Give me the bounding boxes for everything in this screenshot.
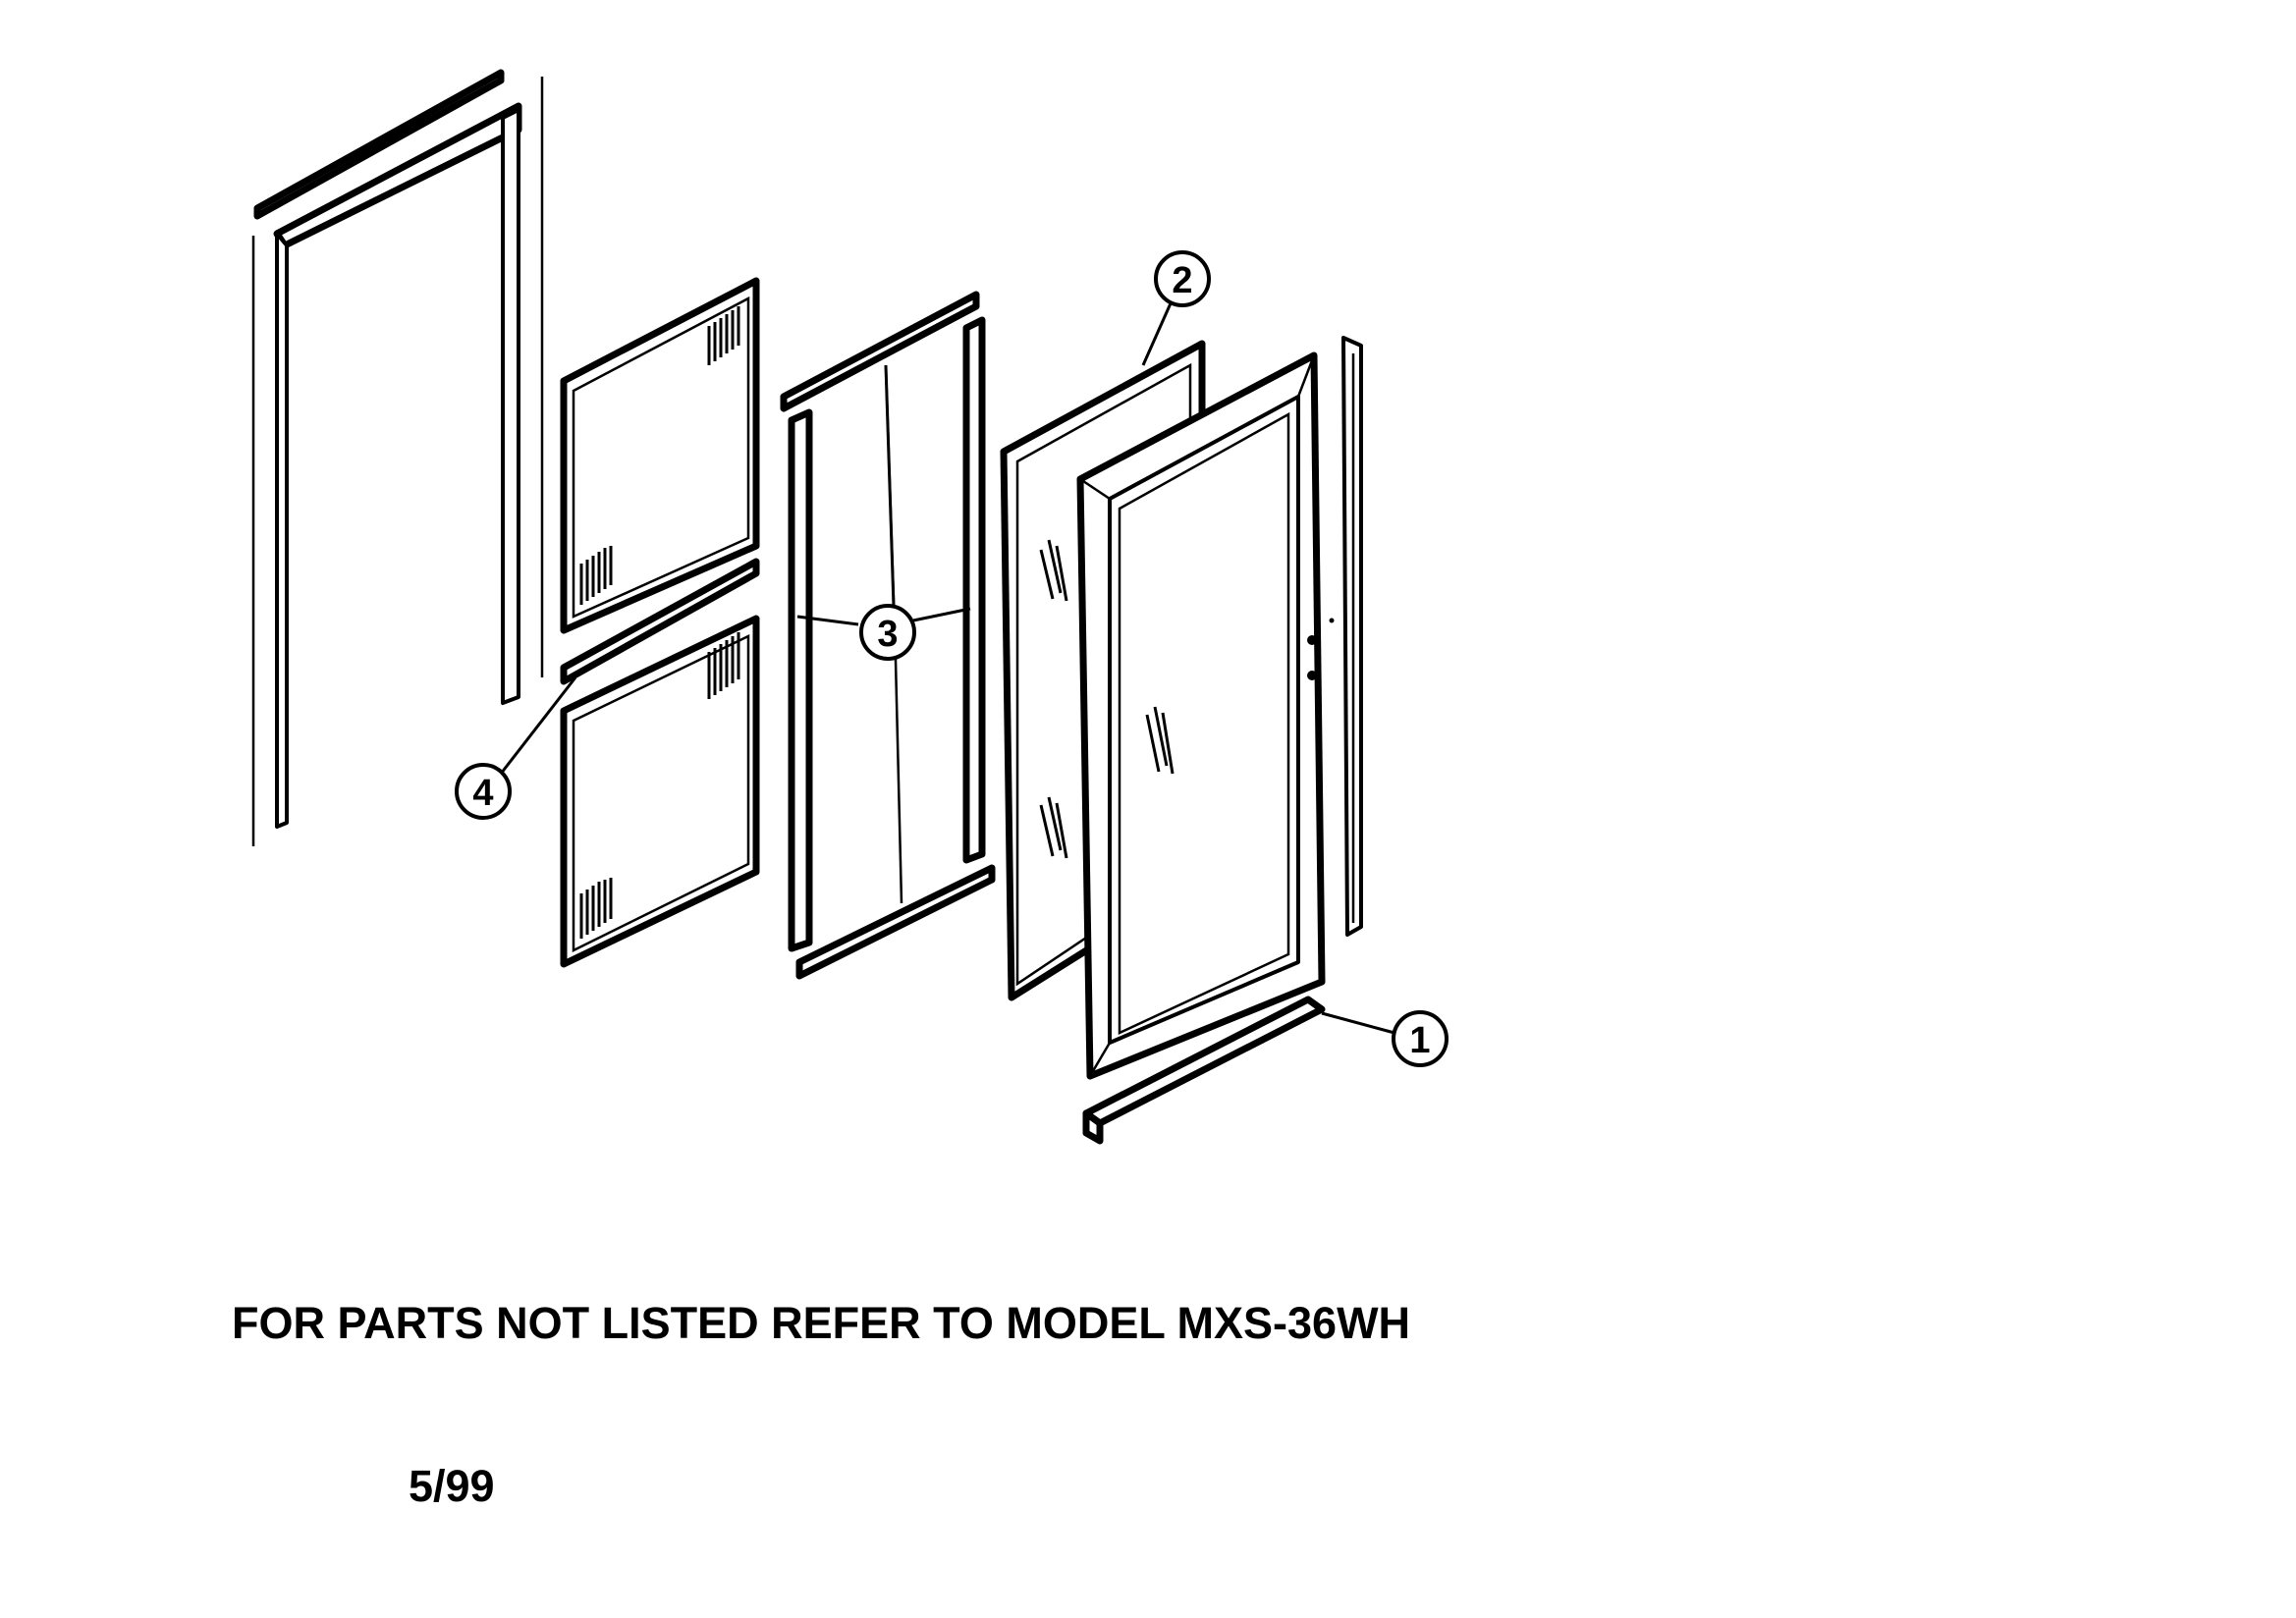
hinge-pin-bottom	[1307, 671, 1317, 680]
door-frame-bevel-top	[1079, 477, 1111, 501]
callout-2-circle	[1154, 250, 1211, 307]
callout-4: 4	[455, 676, 577, 820]
upper-panel-frame	[560, 277, 760, 634]
lower-glass-panel	[560, 615, 760, 968]
callout-1-number: 1	[1409, 1020, 1430, 1061]
hinge-pin-top	[1307, 635, 1317, 645]
callout-3-leader	[796, 364, 971, 661]
lower-panel-hatch-bottom	[579, 878, 613, 939]
glass-insert-reflection-top	[1039, 539, 1068, 602]
side-trim	[1341, 336, 1363, 937]
callout-1: 1	[1321, 1010, 1449, 1067]
lower-panel-glass	[572, 634, 750, 953]
sill-front	[1082, 1109, 1104, 1145]
callout-2-leader	[1141, 294, 1176, 366]
callout-4-circle	[455, 763, 512, 820]
door-frame	[1076, 351, 1335, 1080]
callout-3-number: 3	[877, 614, 898, 655]
glass-insert-reflection-bottom	[1039, 796, 1068, 859]
callout-1-circle	[1392, 1010, 1449, 1067]
divider-rail	[560, 558, 760, 685]
callout-4-number: 4	[472, 773, 493, 814]
callout-2-number: 2	[1172, 260, 1192, 301]
parts-reference-note: FOR PARTS NOT LISTED REFER TO MODEL MXS-…	[232, 1298, 1411, 1348]
door-frame-glass	[1118, 411, 1290, 1035]
screen-right-stile	[962, 316, 986, 864]
door-frame-bevel-right	[1296, 354, 1316, 398]
upper-panel-hatch-bottom	[579, 546, 613, 605]
outer-frame-top-rail	[253, 69, 505, 220]
door-frame-bevel-bottom	[1088, 1042, 1112, 1077]
door-frame-reflection	[1145, 706, 1175, 775]
upper-glass-panel	[560, 277, 760, 634]
outer-frame	[251, 69, 544, 846]
screen-bottom-rail	[795, 864, 996, 980]
callout-1-leader	[1321, 1011, 1395, 1035]
screen-top-rail	[780, 291, 980, 412]
screen-spline-bottom	[894, 659, 903, 904]
door-frame-inner	[1108, 395, 1300, 1045]
lower-panel-hatch-top	[707, 632, 740, 699]
callout-3: 3	[796, 364, 971, 661]
outer-frame-left-jamb	[275, 232, 289, 829]
bottom-sill	[1082, 996, 1326, 1145]
outer-frame-right-jamb	[501, 108, 520, 705]
revision-date: 5/99	[409, 1461, 495, 1511]
screen-assembly	[780, 291, 996, 980]
callout-4-leader	[499, 676, 577, 775]
screen-left-stile	[788, 408, 813, 952]
hinge-dot	[1329, 618, 1335, 623]
callout-3-circle	[859, 604, 916, 661]
upper-panel-hatch-top	[707, 306, 740, 365]
upper-panel-glass	[572, 296, 750, 619]
callout-2: 2	[1141, 250, 1211, 366]
